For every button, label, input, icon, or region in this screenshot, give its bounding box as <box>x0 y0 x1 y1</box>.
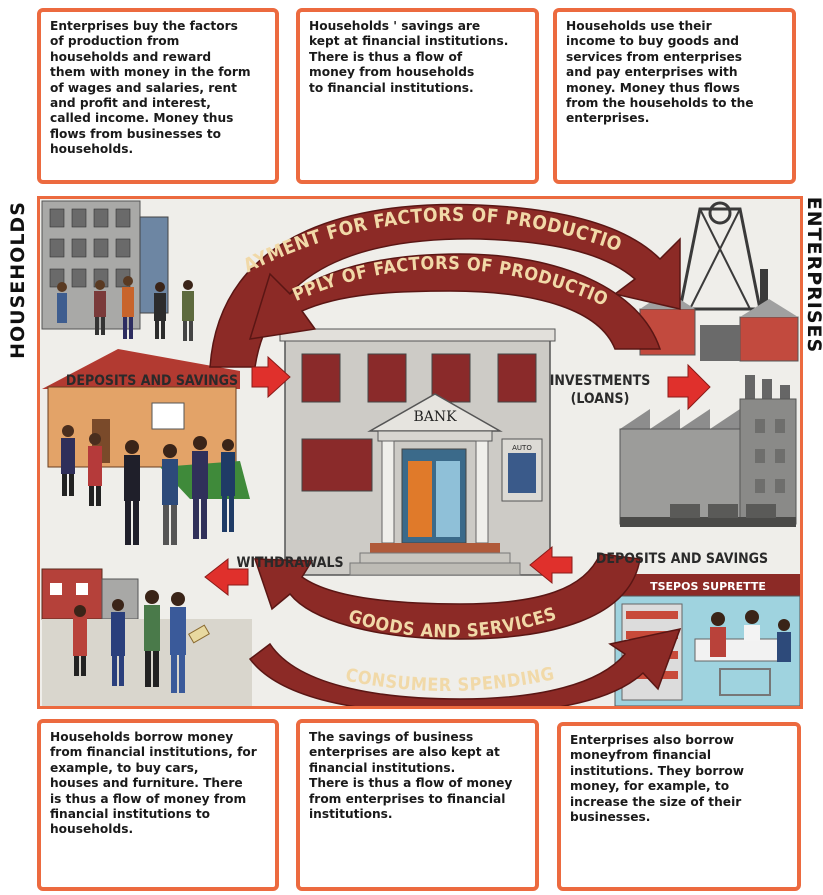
people-group-left <box>61 425 235 545</box>
bank-sign: BANK <box>413 409 457 425</box>
shop-sign: TSEPOS SUPRETTE <box>650 580 766 593</box>
enterprises-side-label: ENTERPRISES <box>803 196 823 354</box>
bottom-info-box-enterprise-savings: The savings of business enterprises are … <box>296 719 539 891</box>
circular-flow-svg: AUTO BANK TSEPOS SUPRETTE <box>40 199 800 706</box>
withdrawals-arrow <box>204 557 249 597</box>
bottom-info-box-enterprise-borrowing: Enterprises also borrow moneyfrom financ… <box>557 722 801 891</box>
top-info-box-factors: Enterprises buy the factors of productio… <box>37 8 279 184</box>
deposits-enterprises-flow: DEPOSITS AND SAVINGS <box>529 545 768 585</box>
top-info-box-household-savings: Households ' savings are kept at financi… <box>296 8 539 184</box>
deposits-enterprises-arrow <box>529 545 573 585</box>
withdrawals-label: WITHDRAWALS <box>236 555 343 571</box>
bottom-info-box-household-borrowing: Households borrow money from financial i… <box>37 719 279 891</box>
investments-arrow <box>667 363 711 411</box>
factory-illustration <box>619 375 797 527</box>
investments-flow: INVESTMENTS (LOANS) <box>550 363 711 411</box>
circular-flow-illustration: AUTO BANK TSEPOS SUPRETTE <box>37 196 803 709</box>
withdrawals-flow: WITHDRAWALS <box>204 555 344 597</box>
deposits-households-arrow <box>251 355 291 399</box>
investments-label-line1: INVESTMENTS <box>550 373 651 389</box>
deposits-enterprises-label: DEPOSITS AND SAVINGS <box>596 551 768 567</box>
atm-sign: AUTO <box>512 444 532 452</box>
deposits-households-flow: DEPOSITS AND SAVINGS <box>66 355 291 399</box>
households-side-label: HOUSEHOLDS <box>7 201 29 359</box>
people-walking-top-left <box>57 276 194 341</box>
deposits-households-label: DEPOSITS AND SAVINGS <box>66 373 238 389</box>
people-bottom-left <box>73 590 210 693</box>
investments-label-line2: (LOANS) <box>571 391 630 407</box>
bank-building-illustration: AUTO BANK <box>279 328 556 576</box>
top-info-box-household-spending: Households use their income to buy goods… <box>553 8 796 184</box>
